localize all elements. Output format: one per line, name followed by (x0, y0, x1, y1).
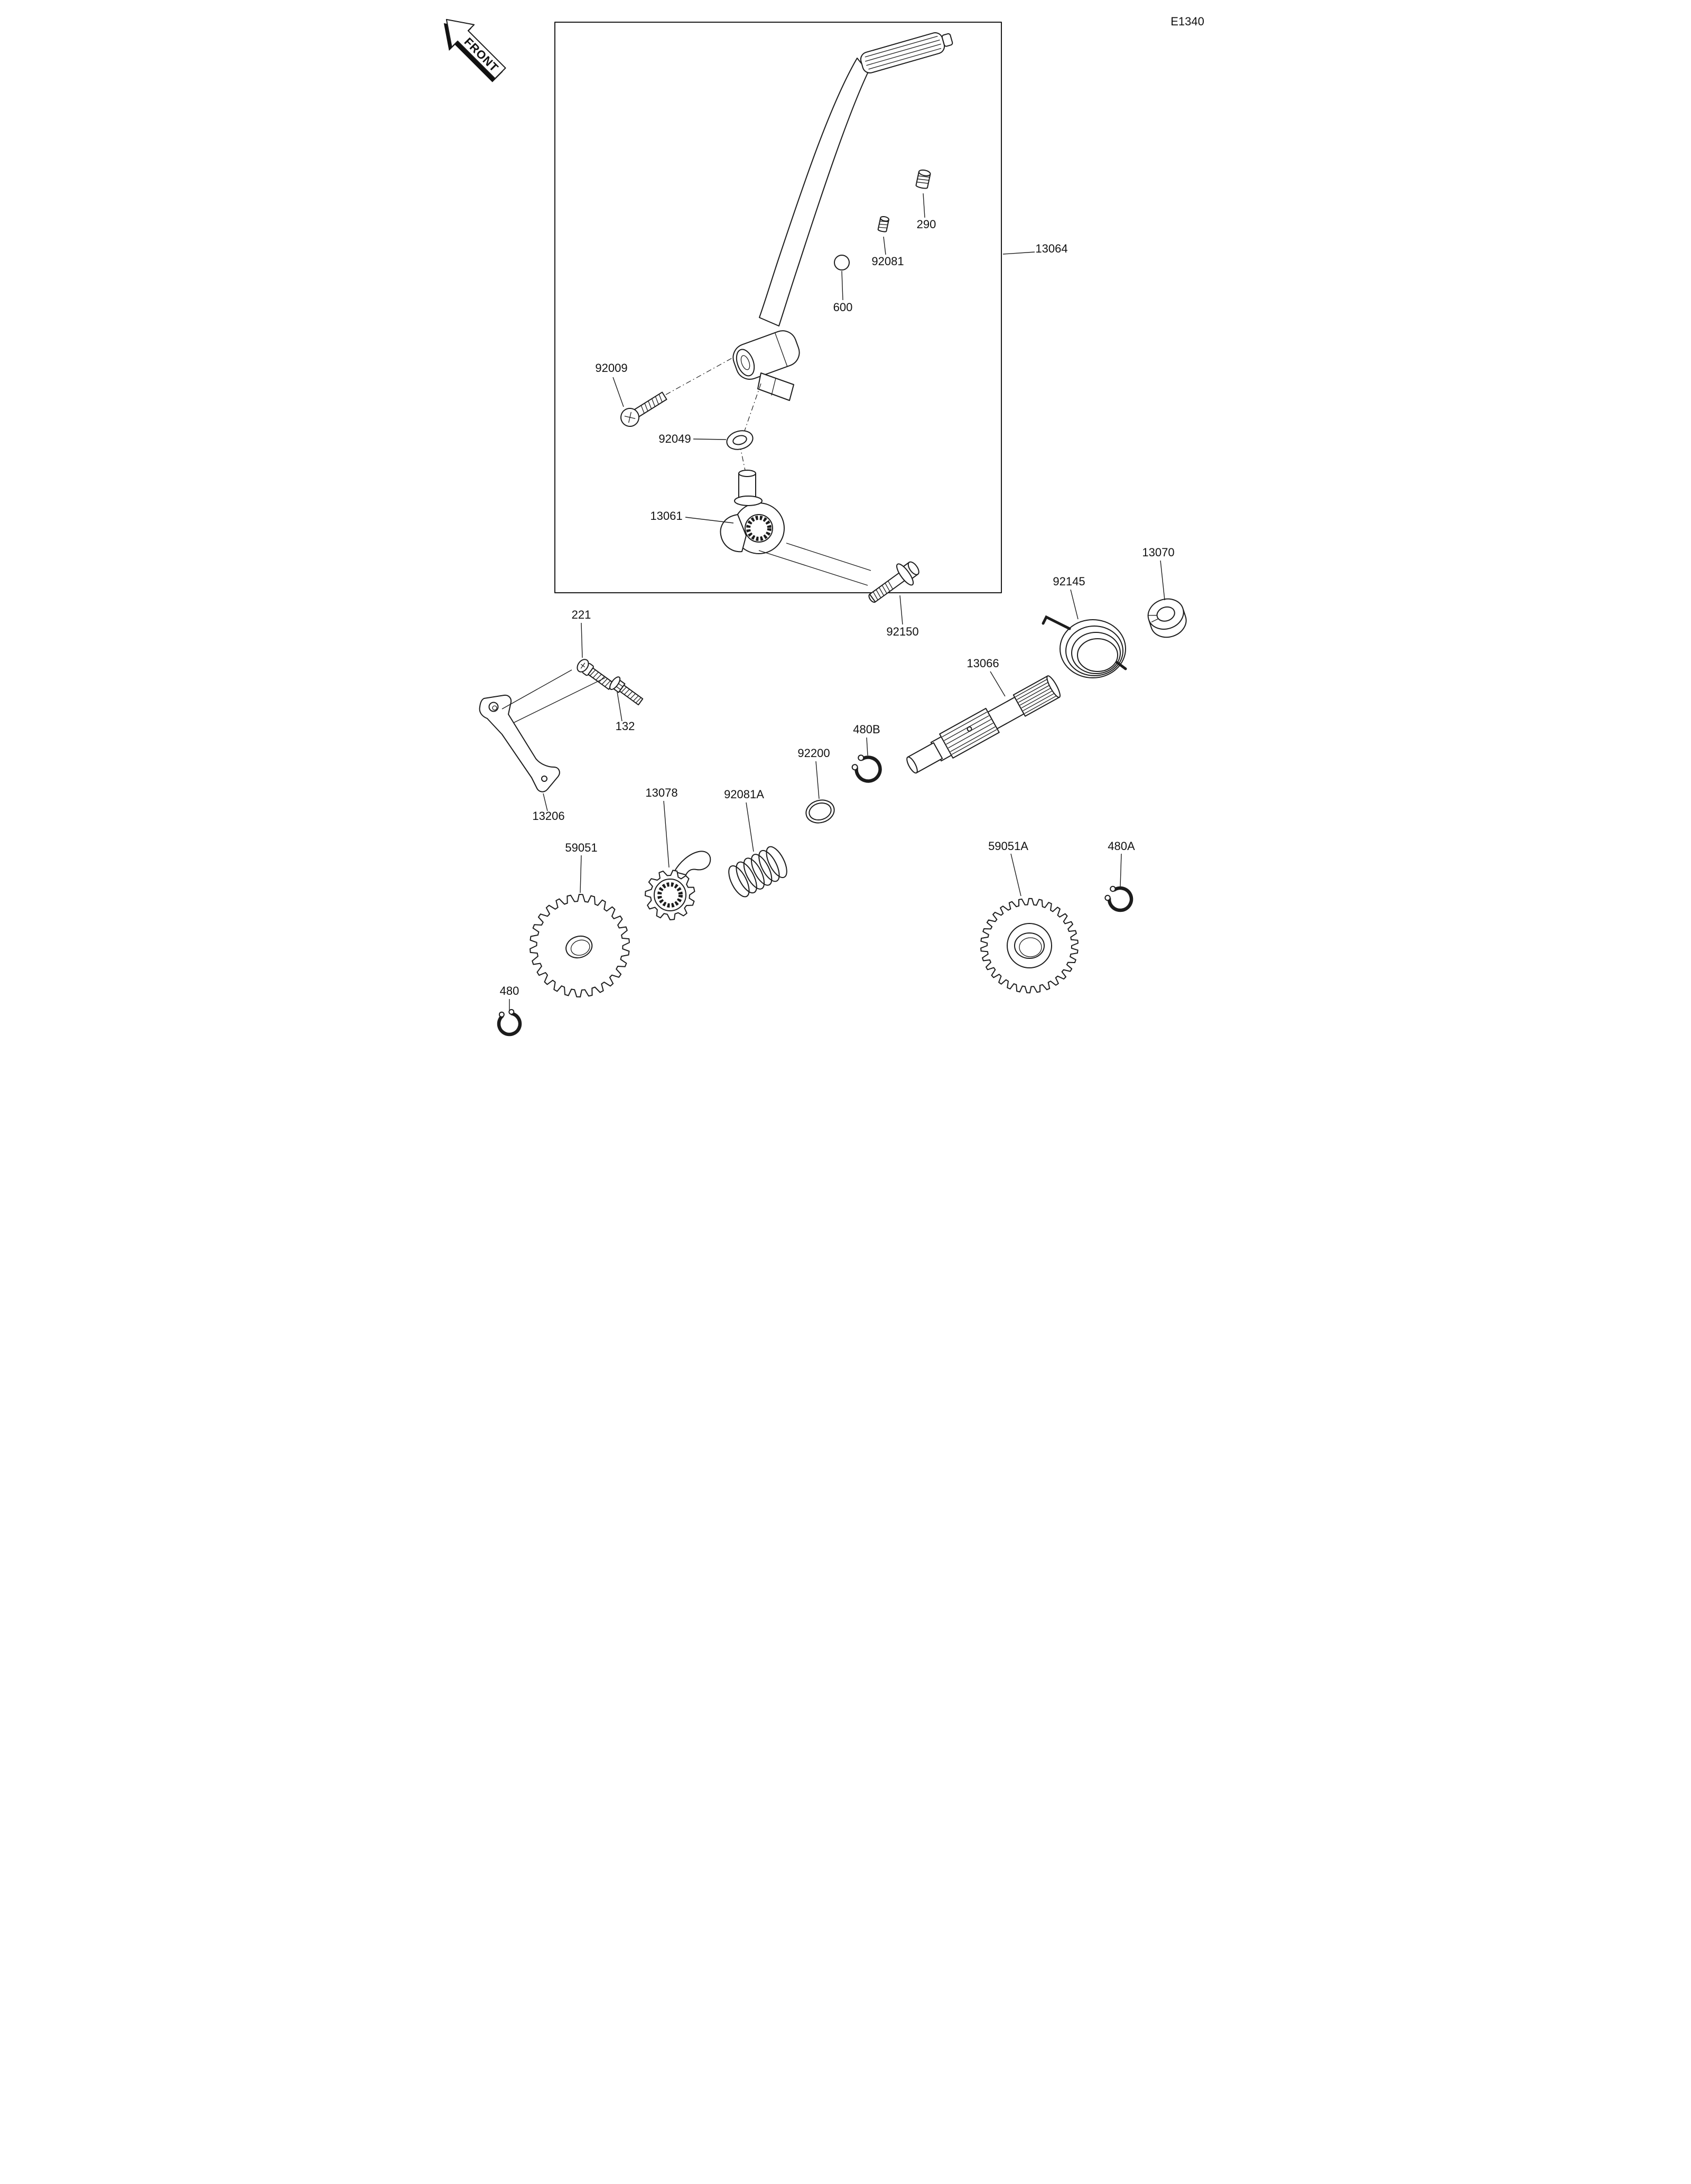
parts-diagram-page: E1340 FRONT (423, 0, 1268, 1092)
leader-221 (581, 622, 583, 658)
leader-lines (509, 193, 1165, 1011)
part-92081a-spring (728, 846, 787, 898)
part-label-13078: 13078 (645, 786, 677, 799)
part-label-13070: 13070 (1142, 546, 1174, 559)
part-59051-gear (529, 894, 630, 997)
drawing-code: E1340 (1170, 15, 1204, 28)
part-label-92150: 92150 (886, 625, 918, 638)
leader-92081 (883, 236, 886, 255)
part-92200-washer (805, 799, 835, 824)
part-label-59051A: 59051A (988, 839, 1028, 853)
part-92009-bolt (620, 391, 667, 427)
part-92150-bolt (868, 561, 919, 603)
part-label-290: 290 (917, 218, 936, 231)
leader-290 (923, 193, 925, 218)
part-13078-ratchet (645, 851, 711, 920)
part-480b-circlip (851, 754, 882, 783)
part-221-screw (577, 659, 614, 690)
part-label-92049: 92049 (658, 432, 691, 445)
part-480a-circlip (1104, 885, 1133, 912)
part-480-circlip (497, 1009, 522, 1037)
diagram-canvas: E1340 FRONT (443, 15, 1204, 1037)
part-label-600: 600 (833, 301, 853, 314)
leader-480A (1120, 853, 1122, 887)
front-arrow-icon: FRONT (445, 18, 506, 79)
part-label-480: 480 (500, 984, 519, 997)
leader-59051 (580, 855, 582, 893)
part-label-480A: 480A (1108, 839, 1135, 853)
leader-59051A (1010, 853, 1021, 897)
leader-13061 (685, 517, 734, 524)
part-132-bolt (609, 676, 644, 706)
part-label-59051: 59051 (565, 841, 597, 854)
part-label-92200: 92200 (797, 746, 830, 760)
part-label-221: 221 (572, 608, 591, 621)
part-label-92081A: 92081A (724, 788, 764, 801)
part-13206-guide (479, 694, 560, 792)
part-label-92081: 92081 (871, 255, 904, 268)
leader-480B (866, 737, 868, 756)
part-59051a-gear (980, 898, 1079, 994)
leader-92145 (1070, 589, 1079, 620)
part-13061-kick-pedal-joint (720, 470, 785, 554)
leader-92009 (612, 377, 624, 407)
assembly-centerline-joint (739, 383, 761, 471)
part-label-480B: 480B (853, 723, 880, 736)
leader-92200 (815, 761, 820, 799)
part-13070-spring-guide (1147, 598, 1187, 638)
pointer-line-guide-to-132 (513, 677, 606, 723)
part-92049-washer (726, 430, 754, 450)
part-label-92145: 92145 (1053, 575, 1085, 588)
part-290-plug (915, 169, 931, 189)
part-label-92009: 92009 (595, 361, 627, 375)
leader-92081A (746, 802, 754, 852)
leader-13206 (543, 793, 548, 811)
part-92081-screw (877, 216, 889, 232)
pointer-line-guide-to-221 (501, 669, 572, 710)
pointer-line-joint-to-bolt-2 (786, 543, 871, 571)
part-labels: 13064 290 92081 600 92009 92049 13061 92… (500, 218, 1175, 997)
leader-92049 (693, 438, 727, 440)
part-label-13061: 13061 (650, 509, 682, 522)
leader-13064 (1002, 251, 1035, 255)
assembly-box (554, 22, 1002, 593)
leader-13078 (663, 800, 670, 868)
leader-92150 (899, 595, 903, 625)
leader-13066 (990, 671, 1006, 697)
part-label-13064: 13064 (1035, 242, 1067, 255)
part-600-ball (834, 255, 850, 270)
part-92145-kick-spring (1042, 615, 1127, 678)
part-13064-kick-pedal (732, 32, 953, 401)
part-label-13206: 13206 (532, 809, 564, 823)
leader-600 (841, 270, 843, 301)
pointer-line-joint-to-bolt-1 (758, 550, 868, 586)
part-13066-kick-shaft (906, 675, 1061, 774)
leader-132 (617, 692, 622, 722)
leader-13070 (1160, 560, 1165, 601)
assembly-centerline-bolt (665, 358, 732, 395)
part-label-132: 132 (616, 720, 635, 733)
part-label-13066: 13066 (967, 657, 999, 670)
